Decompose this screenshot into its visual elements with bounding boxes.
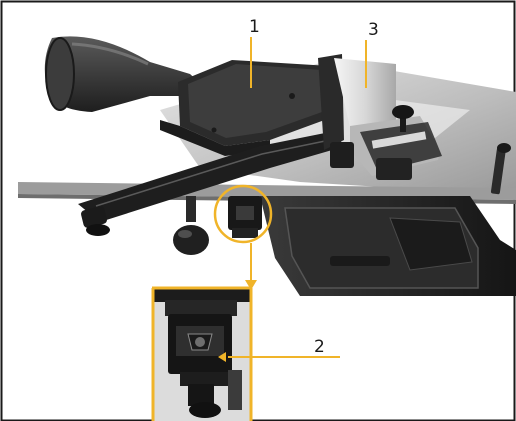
fence-scale bbox=[371, 131, 427, 149]
dust-hood-opening bbox=[45, 37, 75, 111]
dust-hood-highlight bbox=[71, 42, 149, 66]
fence-clamp bbox=[330, 142, 354, 168]
side-handle bbox=[490, 147, 506, 195]
cover-screw bbox=[211, 127, 217, 133]
latch-detail-inset bbox=[152, 288, 252, 421]
cover-plate-edge bbox=[160, 120, 270, 156]
support-arm bbox=[78, 132, 346, 222]
arm-stem bbox=[186, 196, 196, 222]
lock-knob bbox=[173, 225, 209, 255]
fence-lower-block bbox=[376, 158, 412, 180]
cover-screw bbox=[289, 93, 295, 99]
machine-body-recess bbox=[389, 217, 473, 271]
fence-knob-stem bbox=[400, 114, 406, 132]
detail-leader-arrow bbox=[245, 280, 257, 290]
latch-callout-circle bbox=[213, 184, 273, 244]
callout-label-3: 3 bbox=[368, 20, 379, 40]
side-handle-cap bbox=[497, 143, 511, 153]
lock-knob-highlight bbox=[178, 230, 192, 238]
fence-body bbox=[318, 54, 344, 150]
callout-label-1: 1 bbox=[249, 17, 260, 37]
latch-base bbox=[232, 228, 258, 238]
arm-end-foot bbox=[86, 224, 110, 236]
arm-end-knob bbox=[81, 206, 107, 228]
support-arm-highlight bbox=[95, 139, 331, 207]
dust-hood-cone bbox=[44, 36, 210, 112]
callout-2-arrow bbox=[218, 352, 226, 362]
callout-label-2: 2 bbox=[314, 337, 325, 357]
latch-window bbox=[236, 206, 254, 220]
cover-plate-top bbox=[188, 64, 322, 138]
machine-body-slot bbox=[330, 256, 390, 266]
fence-knob bbox=[392, 105, 414, 119]
fence-face bbox=[334, 58, 396, 136]
